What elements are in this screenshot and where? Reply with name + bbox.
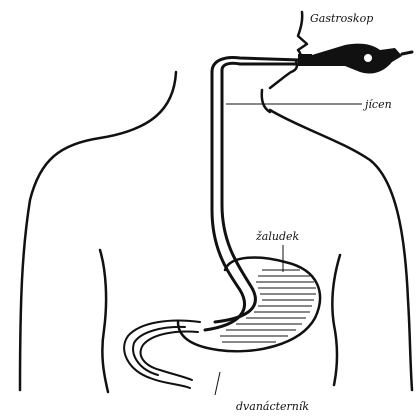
- left-side: [100, 250, 108, 392]
- handle-cable: [402, 52, 412, 54]
- tube-outer: [205, 72, 245, 330]
- handle-valve: [364, 54, 372, 62]
- tube-top-inner: [222, 63, 300, 70]
- handle-connector: [298, 54, 312, 66]
- stomach: [178, 257, 320, 351]
- gastroscope-tube: [205, 58, 300, 330]
- left-shoulder: [20, 72, 176, 390]
- esophagus-label: jícen: [362, 98, 392, 111]
- stomach-label: žaludek: [255, 230, 300, 243]
- handle-body: [312, 44, 402, 74]
- gastroscope-handle: [298, 44, 412, 74]
- right-side: [332, 255, 340, 385]
- duodenum: [124, 321, 200, 388]
- right-shoulder: [270, 110, 412, 390]
- duodenum-label: dvanácterník: [236, 400, 309, 413]
- duodenum-leader: [215, 372, 220, 395]
- stomach-outline: [178, 257, 320, 351]
- neck-front: [262, 90, 270, 112]
- head-profile: [270, 12, 307, 88]
- duodenum-inner: [141, 332, 198, 380]
- gastroscope-label: Gastroskop: [310, 12, 373, 25]
